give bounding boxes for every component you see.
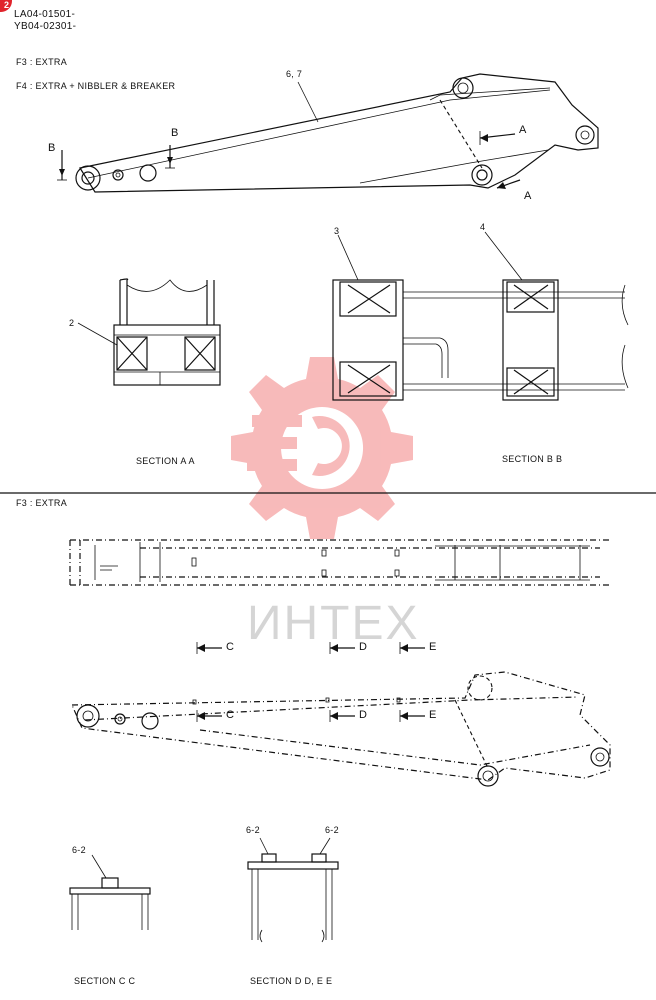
- variant-f4-label: F4 : EXTRA + NIBBLER & BREAKER: [16, 81, 176, 91]
- callout-6-7: 6, 7: [286, 69, 303, 79]
- serial-range-1: LA04-01501-: [14, 9, 76, 20]
- callout-3: 3: [334, 226, 340, 236]
- section-ddee-label: SECTION D D, E E: [250, 976, 333, 986]
- section-cc-label: SECTION C C: [74, 976, 136, 986]
- section-aa-drawing: [77, 278, 221, 386]
- callout-6-2-dd-right: 6-2: [325, 825, 339, 835]
- callout-e-top: E: [429, 641, 437, 653]
- callout-a-bottom: A: [524, 190, 532, 202]
- variant-f3-label-lower: F3 : EXTRA: [16, 498, 68, 508]
- boom-plan-view: [69, 539, 610, 586]
- callout-b-right: B: [171, 127, 179, 139]
- section-ddee-drawing: [247, 837, 339, 943]
- boom-side-view: [57, 73, 599, 193]
- callout-d-top: D: [359, 641, 368, 653]
- callout-2: 2: [69, 318, 75, 328]
- section-bb-drawing: [332, 231, 629, 401]
- callout-4: 4: [480, 222, 486, 232]
- variant-f3-label: F3 : EXTRA: [16, 57, 68, 67]
- cde-arrows-top: [196, 642, 425, 654]
- callout-c-lower: C: [226, 709, 235, 721]
- callout-6-2-dd-left: 6-2: [246, 825, 260, 835]
- callout-d-lower: D: [359, 709, 368, 721]
- section-aa-label: SECTION A A: [136, 456, 195, 466]
- callout-a-top: A: [519, 124, 527, 136]
- callout-b-left: B: [48, 142, 56, 154]
- callout-c-top: C: [226, 641, 235, 653]
- badge-number: 2: [3, 0, 9, 10]
- callout-e-lower: E: [429, 709, 437, 721]
- section-cc-drawing: [69, 854, 151, 930]
- section-bb-label: SECTION B B: [502, 454, 563, 464]
- watermark-text: ИНТЕХ: [247, 597, 420, 650]
- boom-side-view-lower: [71, 671, 611, 787]
- serial-range-2: YB04-02301-: [14, 21, 77, 32]
- callout-6-2-cc: 6-2: [72, 845, 86, 855]
